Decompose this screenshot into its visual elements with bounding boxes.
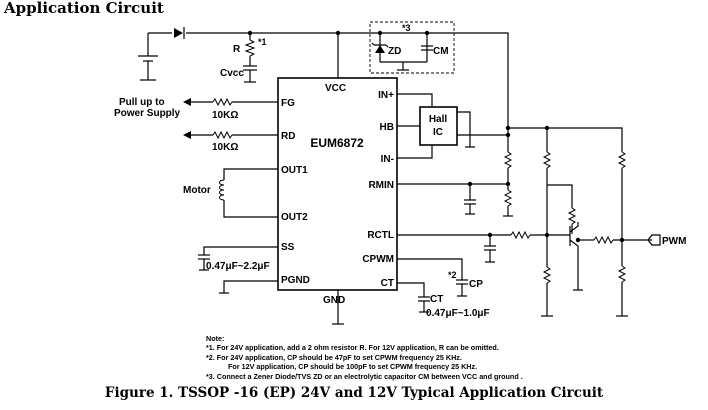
rd-pullup-network: 10KΩ bbox=[183, 130, 278, 153]
chip-name: EUM6872 bbox=[310, 136, 364, 150]
supply-battery-symbol bbox=[138, 55, 158, 81]
ct-cap-label: 0.47μF~1.0μF bbox=[426, 308, 490, 319]
note-line: For 12V application, CP should be 100pF … bbox=[228, 362, 478, 372]
note-line: *2. For 24V application, CP should be 47… bbox=[206, 352, 462, 362]
pin-out1: OUT1 bbox=[281, 165, 308, 176]
hall-label-line2: IC bbox=[433, 127, 443, 138]
figure-caption: Figure 1. TSSOP -16 (EP) 24V and 12V Typ… bbox=[104, 385, 604, 401]
fg-pullup-network: Pull up to Power Supply 10KΩ bbox=[114, 97, 278, 121]
pin-cpwm: CPWM bbox=[362, 254, 394, 265]
resistor-r-branch: R *1 Cvcc bbox=[220, 30, 267, 83]
pin-ss: SS bbox=[281, 242, 295, 253]
resistor-r-label: R bbox=[233, 44, 241, 55]
fg-resistor-label: 10KΩ bbox=[212, 110, 238, 121]
pin-out2: OUT2 bbox=[281, 212, 308, 223]
rmin-network bbox=[397, 120, 627, 267]
rctl-network: PWM bbox=[397, 184, 686, 317]
top-power-rail bbox=[147, 32, 509, 120]
note1-marker: *1 bbox=[258, 37, 267, 47]
cp-label: CP bbox=[469, 279, 483, 290]
input-diode-symbol bbox=[174, 27, 185, 39]
pin-fg: FG bbox=[281, 98, 295, 109]
pin-in-plus: IN+ bbox=[378, 90, 394, 101]
pin-pgnd: PGND bbox=[281, 275, 310, 286]
motor-label: Motor bbox=[183, 185, 211, 196]
note-line: *3. Connect a Zener Diode/TVS ZD or an e… bbox=[206, 371, 523, 381]
pin-hb: HB bbox=[380, 122, 394, 133]
ss-cap-label: 0.47μF~2.2μF bbox=[206, 261, 270, 272]
pin-ct: CT bbox=[381, 278, 394, 289]
page-title: Application Circuit bbox=[4, 0, 164, 17]
pin-rmin: RMIN bbox=[368, 180, 394, 191]
notes-block: Note: *1. For 24V application, add a 2 o… bbox=[206, 334, 686, 381]
notes-title: Note: bbox=[206, 334, 225, 343]
pwm-label: PWM bbox=[662, 236, 686, 247]
hall-ic: Hall IC bbox=[397, 93, 511, 159]
motor-coil: Motor bbox=[183, 168, 278, 218]
pin-gnd: GND bbox=[323, 295, 345, 306]
pgnd-wire bbox=[223, 280, 278, 293]
note-line: *1. For 24V application, add a 2 ohm res… bbox=[206, 343, 499, 353]
pullup-line1: Pull up to bbox=[119, 97, 165, 108]
zd-cm-protection-box: *3 ZD CM bbox=[369, 21, 455, 74]
ct-label: CT bbox=[430, 294, 443, 305]
pin-rd: RD bbox=[281, 131, 295, 142]
pin-in-minus: IN- bbox=[381, 154, 394, 165]
zd-label: ZD bbox=[388, 46, 401, 57]
ss-capacitor: 0.47μF~2.2μF bbox=[198, 246, 278, 272]
cvcc-label: Cvcc bbox=[220, 68, 244, 79]
pullup-line2: Power Supply bbox=[114, 108, 181, 119]
pin-rctl: RCTL bbox=[367, 230, 394, 241]
note2-marker: *2 bbox=[448, 270, 457, 280]
hall-label-line1: Hall bbox=[429, 114, 448, 125]
ic-eum6872: EUM6872 VCC FG RD OUT1 OUT2 SS PGND GND … bbox=[277, 77, 398, 306]
rd-resistor-label: 10KΩ bbox=[212, 142, 238, 153]
note3-marker: *3 bbox=[402, 23, 411, 33]
pin-vcc: VCC bbox=[325, 83, 346, 94]
cpwm-ct-network: *2 CP CT 0.47μF~1.0μF bbox=[397, 258, 490, 319]
cm-label: CM bbox=[433, 46, 449, 57]
